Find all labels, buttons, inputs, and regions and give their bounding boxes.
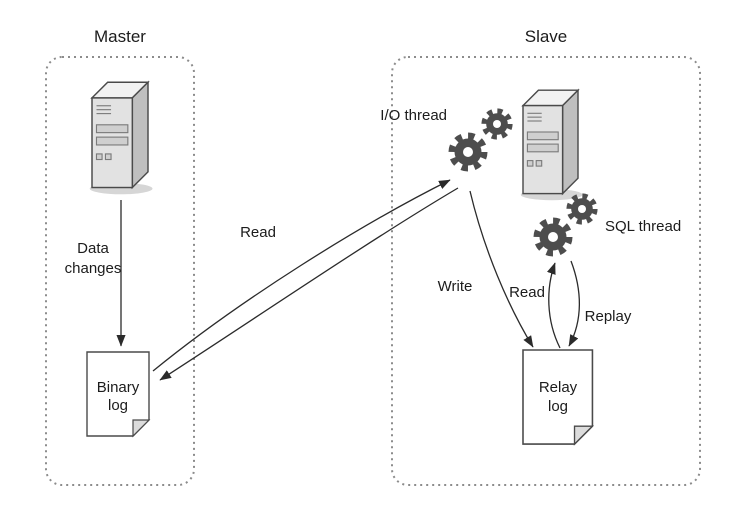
binary-log-label-line2: log (108, 397, 128, 414)
read-arrow-to-io-thread (152, 179, 451, 372)
read-binlog-label: Read (240, 224, 276, 241)
write-label: Write (438, 278, 473, 295)
replay-label: Replay (585, 308, 632, 325)
data-changes-label-line2: changes (65, 260, 122, 277)
sql-thread-label: SQL thread (605, 218, 681, 235)
master-group-box (45, 56, 195, 486)
server-tower-icon-slave (520, 89, 584, 201)
data-changes-label-line1: Data (77, 240, 109, 257)
read-arrow-to-sql-thread (546, 262, 561, 349)
read-arrow-to-binary-log (159, 187, 459, 381)
relay-log-label-line1: Relay (539, 379, 578, 396)
gear-pair-icon-sql-thread (537, 196, 595, 253)
read-relay-label: Read (509, 284, 545, 301)
io-thread-label: I/O thread (380, 107, 447, 124)
master-title: Master (94, 27, 146, 46)
binary-log-label-line1: Binary (97, 379, 140, 396)
slave-group-box (391, 56, 701, 486)
server-tower-icon-master (89, 81, 154, 195)
relay-log-label-line2: log (548, 398, 568, 415)
gear-pair-icon-io-thread (452, 111, 510, 168)
write-arrow (469, 190, 534, 348)
replay-arrow-to-relay-log (568, 260, 581, 347)
slave-title: Slave (525, 27, 568, 46)
